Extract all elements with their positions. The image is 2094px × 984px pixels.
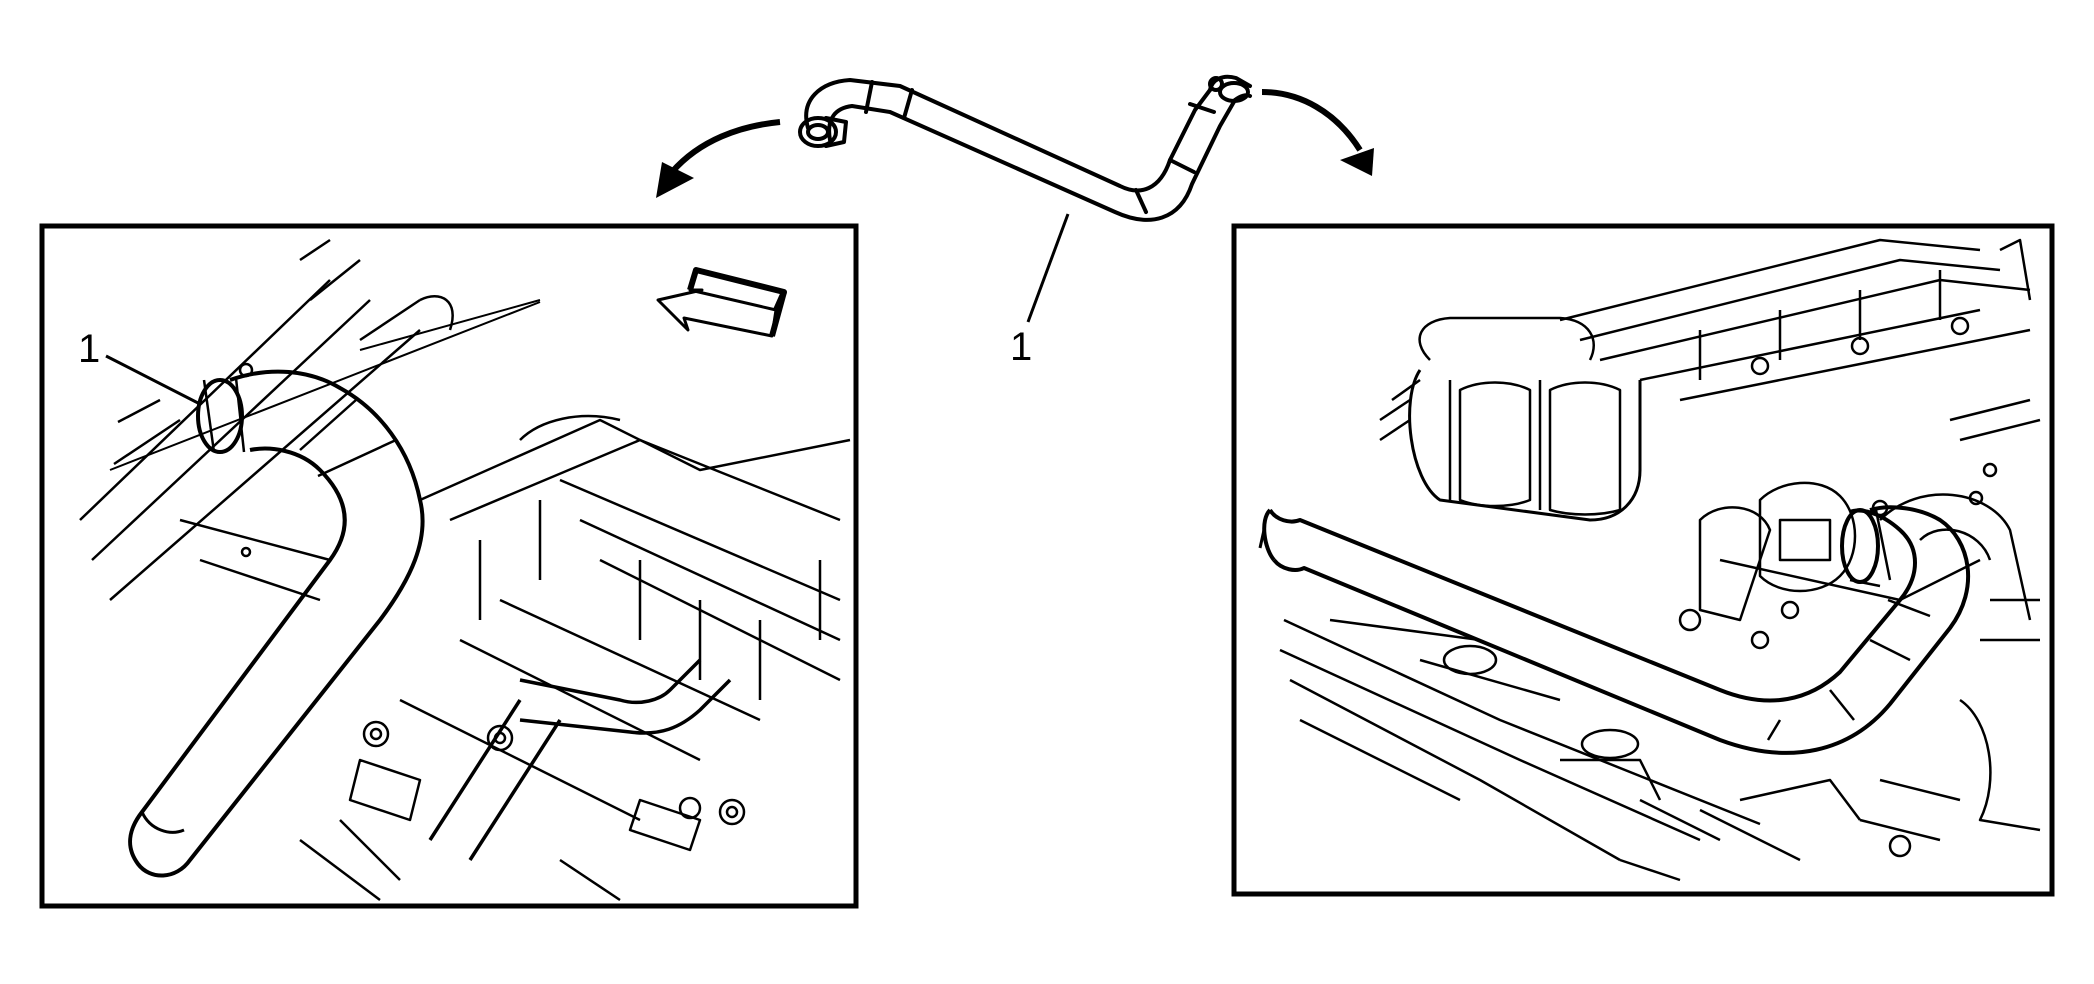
hose-leader-line <box>1026 213 1070 323</box>
left-panel-callout-number: 1 <box>78 327 100 371</box>
left-panel-drawing <box>79 238 851 902</box>
right-curved-arrow <box>1261 89 1374 176</box>
hose-callout-number: 1 <box>1010 325 1032 369</box>
top-hose <box>798 74 1252 222</box>
right-detail-panel <box>1231 223 2055 897</box>
left-detail-panel <box>39 223 859 909</box>
left-callout-leader <box>105 354 201 406</box>
right-panel-drawing <box>1258 238 2041 882</box>
left-curved-arrow <box>656 119 781 198</box>
